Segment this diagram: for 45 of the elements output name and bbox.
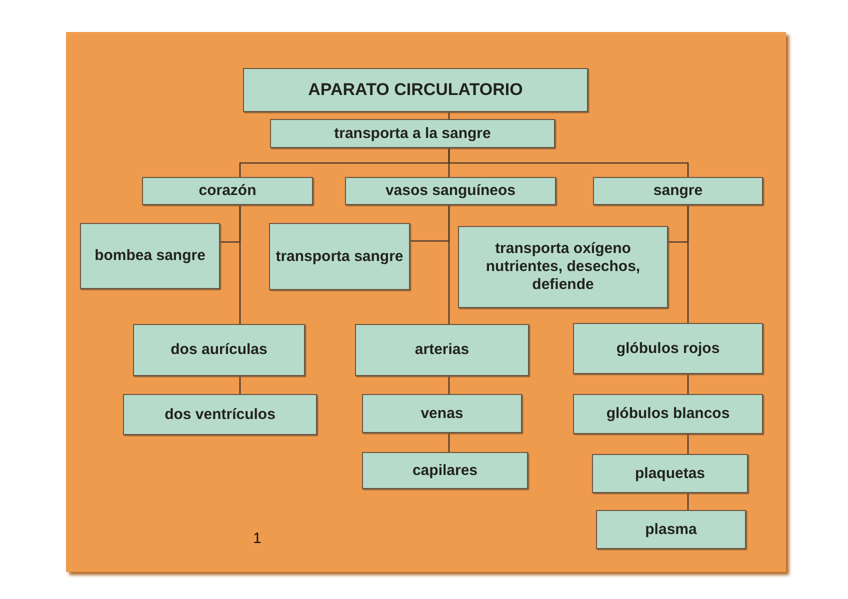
box-text: plaquetas: [634, 464, 706, 482]
concept-box: [123, 394, 317, 435]
box-text: glóbulos rojos: [616, 340, 720, 358]
concept-box: [270, 119, 555, 148]
connector-line: [687, 374, 689, 394]
connector-line: [448, 205, 450, 324]
page-number: 1: [253, 530, 262, 547]
concept-box: [142, 177, 313, 205]
box-text: APARATO CIRCULATORIO: [308, 80, 523, 100]
box-text: transporta oxígeno nutrientes, desechos, defiende: [484, 240, 642, 294]
concept-box: [355, 324, 529, 376]
concept-box: [362, 452, 528, 489]
concept-box: [596, 510, 746, 549]
connector-line: [448, 148, 689, 177]
box-text: arterias: [414, 341, 470, 359]
box-text: venas: [420, 404, 464, 422]
connector-line: [239, 205, 241, 324]
connector-line: [448, 376, 450, 394]
connector-line: [239, 376, 241, 394]
concept-box: [592, 454, 748, 493]
connector-line: [687, 434, 689, 454]
connector-line: [687, 493, 689, 510]
connector-line: [448, 433, 450, 452]
box-text: vasos sanguíneos: [385, 182, 516, 200]
box-text: glóbulos blancos: [606, 405, 730, 423]
connector-line: [687, 205, 689, 323]
box-text: corazón: [198, 182, 256, 200]
box-text: sangre: [653, 182, 703, 200]
concept-box: [593, 177, 763, 205]
box-text: transporta sangre: [276, 248, 404, 266]
concept-box: [243, 68, 588, 112]
box-text: transporta a la sangre: [334, 124, 491, 142]
concept-box: [362, 394, 522, 433]
box-text: plasma: [645, 520, 697, 538]
box-text: dos aurículas: [170, 341, 268, 359]
concept-box: [573, 394, 763, 434]
concept-box: [573, 323, 763, 374]
box-text: bombea sangre: [94, 247, 206, 265]
concept-box: [80, 223, 220, 289]
concept-box: [133, 324, 305, 376]
box-text: dos ventrículos: [164, 406, 276, 424]
concept-box: [345, 177, 556, 205]
concept-box: [269, 223, 410, 290]
concept-box: [458, 226, 668, 308]
box-text: capilares: [412, 462, 478, 480]
